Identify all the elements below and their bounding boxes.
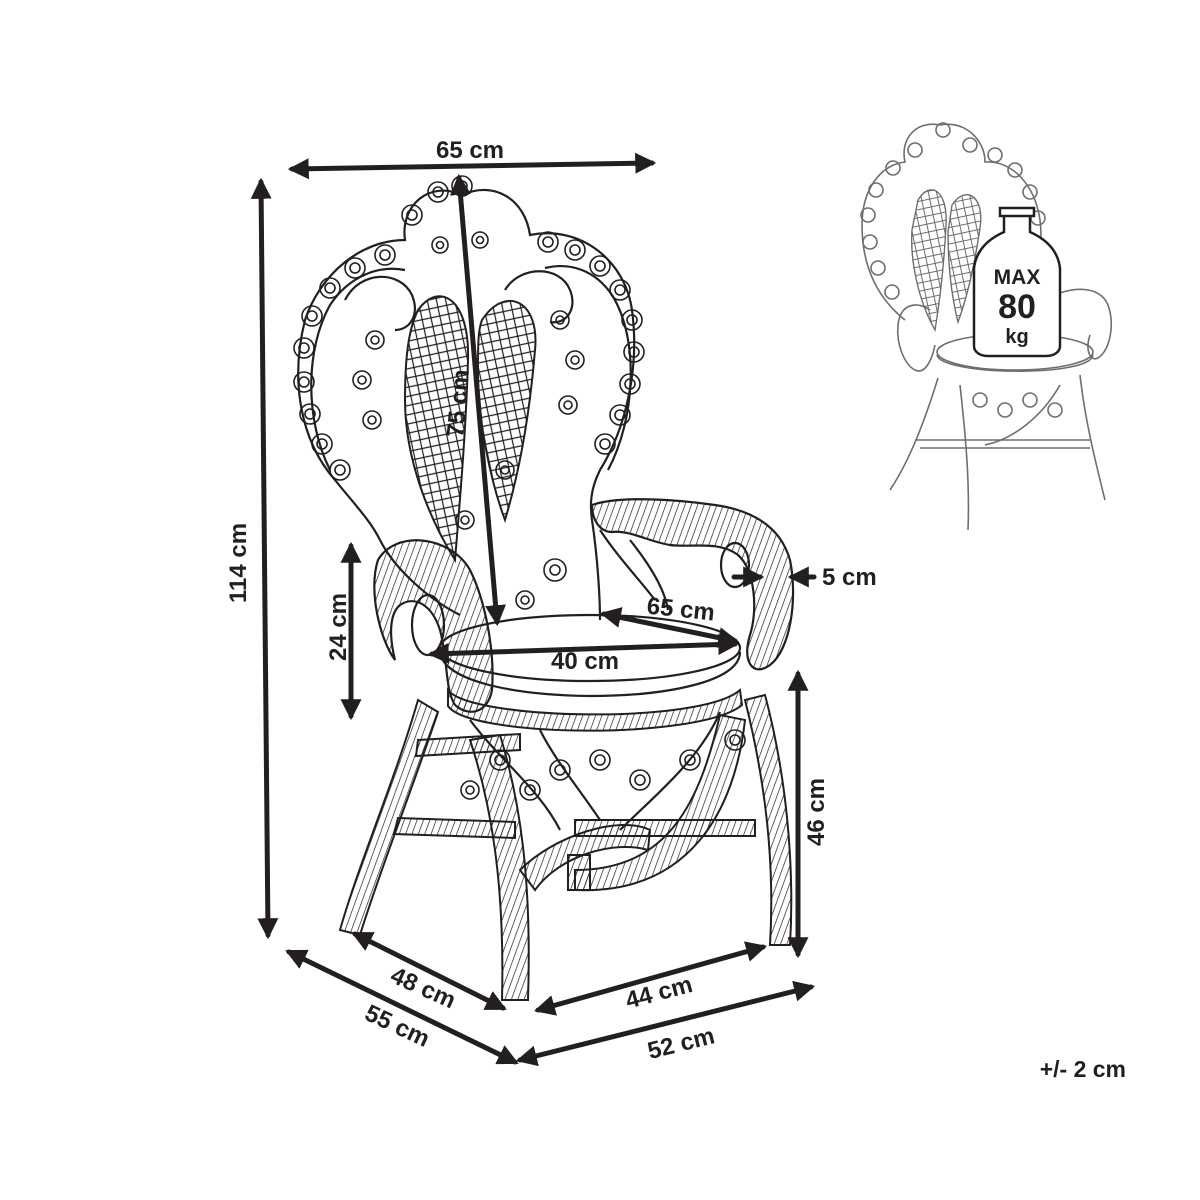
stretcher-left (392, 816, 516, 840)
weight-bottle-icon (972, 210, 1062, 358)
backrest-loop-left (344, 275, 416, 332)
thumbnail-chair (860, 122, 1112, 531)
badge-80: 80 (998, 288, 1036, 326)
label-base-width-outer: 52 cm (645, 1022, 718, 1065)
thumb-legs (889, 374, 1106, 531)
label-seat-height: 46 cm (803, 778, 830, 846)
thumb-seat-side (936, 354, 1094, 372)
label-seat-depth: 65 cm (646, 593, 717, 627)
dimension-lines (250, 152, 817, 1067)
dim-line-seat-width (427, 634, 740, 664)
stretcher-right (574, 819, 756, 837)
thumb-armrest-right (1044, 288, 1112, 360)
stretcher-upper (414, 732, 521, 758)
apron-coils (460, 729, 746, 801)
thumb-stretcher (915, 439, 1090, 449)
right-armrest (590, 498, 795, 671)
badge-max: MAX (994, 266, 1041, 289)
leg-center-curve (518, 823, 652, 892)
thumb-weave-right (947, 194, 982, 325)
seat-rim (447, 686, 744, 732)
leg-front-right (574, 713, 747, 892)
dimension-labels: 65 cm 114 cm 75 cm 24 cm 65 cm 40 cm 5 c… (225, 137, 877, 1065)
label-seat-width: 40 cm (551, 648, 619, 675)
thumb-armrest-left (896, 304, 936, 372)
thumb-apron-coils (972, 392, 1063, 418)
weight-bottle-cap (998, 206, 1036, 218)
thumb-weave-left (911, 189, 947, 333)
dim-line-base-depth-outer (285, 949, 519, 1065)
label-top-width: 65 cm (436, 137, 504, 164)
backrest-coils (293, 175, 645, 610)
label-base-depth-outer: 55 cm (361, 1000, 434, 1053)
leg-back-left (338, 698, 440, 937)
dim-line-total-height (250, 177, 279, 940)
right-armrest-coil (719, 541, 751, 589)
backrest-loop-right (504, 270, 574, 324)
label-arm-thickness: 5 cm (822, 564, 877, 591)
dim-line-base-width-outer (515, 980, 816, 1067)
chair-illustration (293, 175, 795, 1001)
right-arm-brace (599, 529, 670, 611)
dim-line-top-width (287, 152, 657, 180)
backrest-inner-frame (310, 265, 632, 471)
max-load-badge: MAX 80 kg (972, 206, 1062, 358)
dim-line-back-height (449, 173, 507, 627)
label-total-height: 114 cm (225, 523, 252, 603)
label-arm-height: 24 cm (325, 593, 352, 661)
label-back-height: 75 cm (442, 368, 475, 438)
tolerance-note: +/- 2 cm (1040, 1056, 1126, 1082)
badge-kg: kg (1005, 326, 1028, 348)
seat-cushion-side (438, 649, 742, 698)
leg-stub (567, 854, 591, 891)
